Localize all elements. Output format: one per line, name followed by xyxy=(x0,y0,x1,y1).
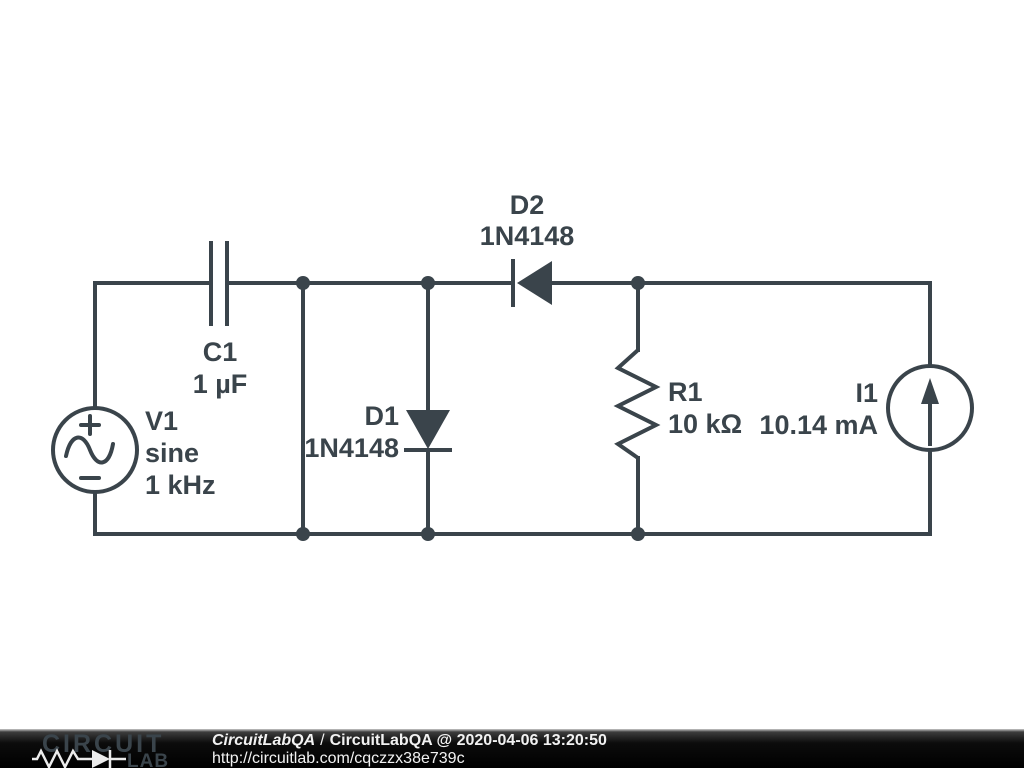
junction-dot xyxy=(421,527,435,541)
junction-dot xyxy=(631,276,645,290)
c1-capacitance: 1 µF xyxy=(193,369,248,399)
i1-current: 10.14 mA xyxy=(759,410,878,440)
credit-line: CircuitLabQA/CircuitLabQA @ 2020-04-06 1… xyxy=(212,732,607,750)
junction-dot xyxy=(631,527,645,541)
capacitor-plates-icon xyxy=(209,241,229,326)
schematic-url: http://circuitlab.com/cqczzx38e739c xyxy=(212,750,465,767)
diode-triangle-icon xyxy=(92,750,110,768)
wire xyxy=(550,281,932,368)
d1-designator: D1 xyxy=(364,401,399,431)
footer-credits: CircuitLabQA/CircuitLabQA @ 2020-04-06 1… xyxy=(212,732,607,768)
author-name: CircuitLabQA xyxy=(212,732,316,749)
footer-bar: CIRCUIT LAB CircuitLabQA/CircuitLabQA @ … xyxy=(0,729,1024,768)
v1-frequency: 1 kHz xyxy=(145,470,216,500)
resistor-r1[interactable]: R1 10 kΩ xyxy=(613,348,742,460)
wire xyxy=(93,281,211,410)
wires xyxy=(93,281,932,536)
logo-lab-text: LAB xyxy=(127,751,169,768)
logo-circuit-text: CIRCUIT xyxy=(42,730,164,758)
arrow-head-icon xyxy=(921,378,939,404)
d2-designator: D2 xyxy=(510,190,545,220)
r1-resistance: 10 kΩ xyxy=(668,409,742,439)
voltage-source-circle xyxy=(51,406,139,494)
current-source-i1[interactable]: I1 10.14 mA xyxy=(759,364,974,452)
schematic-title-timestamp: CircuitLabQA @ 2020-04-06 13:20:50 xyxy=(329,732,607,749)
junction-dots xyxy=(296,276,645,541)
junction-dot xyxy=(296,527,310,541)
i1-designator: I1 xyxy=(855,378,878,408)
sine-wave-icon xyxy=(64,435,115,465)
junction-dot xyxy=(421,276,435,290)
resistor-zigzag-icon xyxy=(613,348,661,460)
diode-d2[interactable]: D2 1N4148 xyxy=(480,190,575,307)
c1-designator: C1 xyxy=(203,337,238,367)
junction-dot xyxy=(296,276,310,290)
d1-model: 1N4148 xyxy=(304,433,399,463)
v1-waveform: sine xyxy=(145,438,199,468)
diode-triangle-icon xyxy=(517,261,552,305)
diode-d1[interactable]: D1 1N4148 xyxy=(304,401,452,463)
r1-designator: R1 xyxy=(668,377,703,407)
capacitor-c1[interactable]: C1 1 µF xyxy=(193,241,248,399)
v1-designator: V1 xyxy=(145,406,178,436)
diode-triangle-icon xyxy=(406,410,450,449)
credit-separator: / xyxy=(320,732,325,749)
circuitlab-logo: CIRCUIT LAB xyxy=(32,730,169,768)
d2-model: 1N4148 xyxy=(480,221,575,251)
sine-source-glyph xyxy=(64,414,115,480)
voltage-source-v1[interactable]: V1 sine 1 kHz xyxy=(51,406,216,500)
